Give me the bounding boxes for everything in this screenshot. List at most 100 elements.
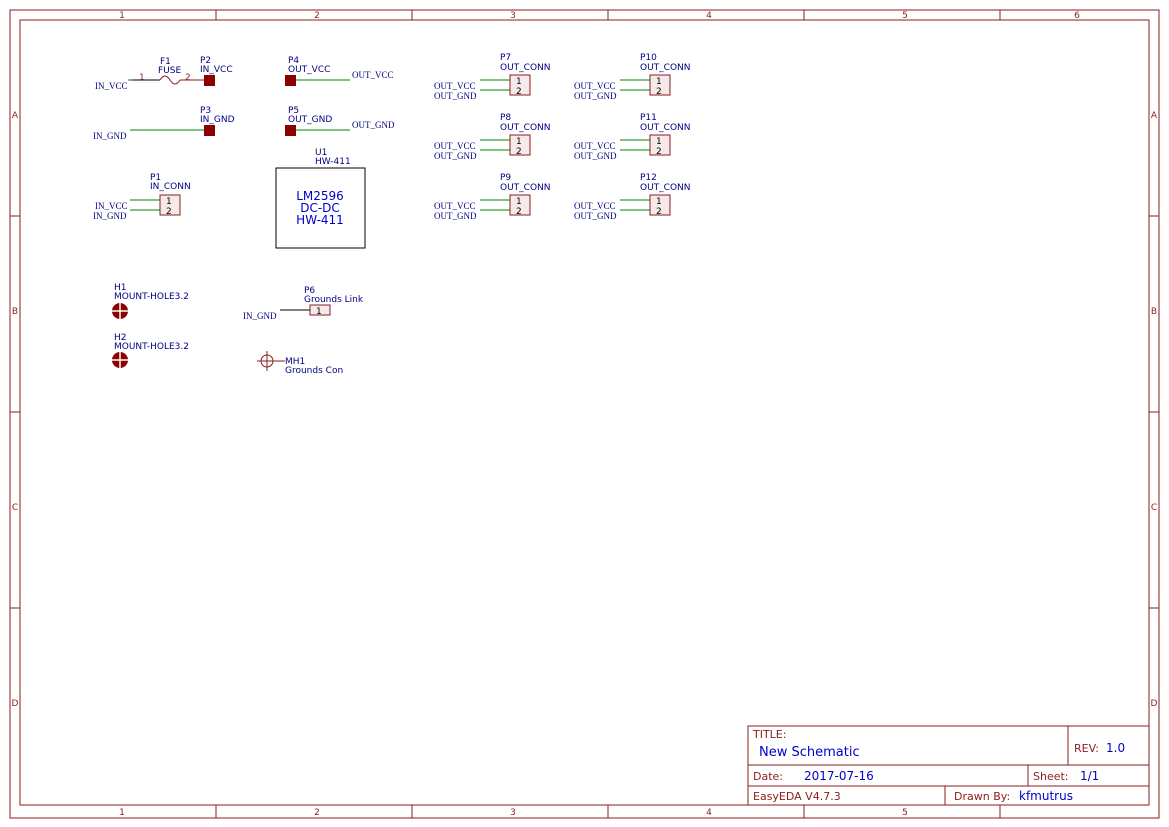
connector-body [649,194,671,216]
connector-value: OUT_CONN [640,183,691,193]
connector-p7[interactable]: P7 OUT_CONN 1 2 [500,53,551,97]
connector-value: IN_CONN [150,182,191,192]
net-label-out-gnd: OUT_GND [434,211,477,221]
col-label-bottom: 2 [314,808,320,818]
module-line: HW-411 [296,213,344,227]
net-label-in-gnd: IN_GND [243,311,277,321]
mount-hole-h1[interactable]: H1 MOUNT-HOLE3.2 [112,283,189,319]
connector-value: OUT_CONN [640,123,691,133]
row-label-right: C [1151,503,1157,513]
net-label-out-vcc: OUT_VCC [352,70,394,80]
pad-square [285,75,296,86]
connector-value: OUT_CONN [500,63,551,73]
connector-value: OUT_CONN [500,183,551,193]
pad-p3[interactable]: P3 IN_GND [200,106,235,136]
row-label-right: D [1151,699,1158,709]
connector-ref: P12 [640,173,657,183]
pin-number: 2 [656,147,662,157]
connector-ref: P11 [640,113,657,123]
ground-contact-mh1[interactable]: MH1 Grounds Con [257,351,343,376]
connector-value: OUT_CONN [500,123,551,133]
pad-ref: P2 [200,56,211,66]
hole-value: MOUNT-HOLE3.2 [114,342,189,352]
col-label-top: 5 [902,11,908,21]
pad-ref: P5 [288,106,299,116]
mount-hole-h2[interactable]: H2 MOUNT-HOLE3.2 [112,333,189,368]
net-label-out-gnd: OUT_GND [574,91,617,101]
pad-p2[interactable]: P2 IN_VCC [200,56,233,86]
pad-ref: P3 [200,106,211,116]
connector-p6[interactable]: P6 Grounds Link 1 [304,286,364,317]
rev-label: REV: [1074,742,1099,755]
col-label-top: 2 [314,11,320,21]
pad-p5[interactable]: P5 OUT_GND [285,106,332,136]
pad-value: IN_VCC [200,65,233,75]
connector-body [649,134,671,156]
schematic-title: New Schematic [759,745,860,760]
pin-number: 2 [656,87,662,97]
net-label-out-vcc: OUT_VCC [574,81,616,91]
pin-number: 2 [656,207,662,217]
connector-ref: P8 [500,113,511,123]
connector-body [649,74,671,96]
net-label-out-vcc: OUT_VCC [574,141,616,151]
pin-number: 1 [656,77,662,87]
title-label: TITLE: [752,728,786,741]
connector-p8[interactable]: P8 OUT_CONN 1 2 [500,113,551,157]
net-label-out-gnd: OUT_GND [434,151,477,161]
pin-number: 1 [316,307,322,317]
pin-number: 1 [166,197,172,207]
connector-p11[interactable]: P11 OUT_CONN 1 2 [640,113,691,157]
contact-ref: MH1 [285,357,305,367]
net-label-out-vcc: OUT_VCC [434,201,476,211]
module-line: DC-DC [300,201,340,215]
fuse-pin1: 1 [139,73,145,83]
sheet-label: Sheet: [1033,770,1069,783]
col-label-bottom: 3 [510,808,516,818]
module-value: HW-411 [315,157,351,167]
column-ticks [215,10,1001,818]
drawn-by-label: Drawn By: [954,790,1010,803]
pin-number: 2 [516,147,522,157]
fuse-value: FUSE [158,66,181,76]
hole-ref: H1 [114,283,127,293]
net-label-out-vcc: OUT_VCC [574,201,616,211]
connector-body [509,74,531,96]
net-label-out-gnd: OUT_GND [352,120,395,130]
connector-body [509,134,531,156]
hole-ref: H2 [114,333,127,343]
inner-border [19,19,1150,806]
connector-ref: P6 [304,286,315,296]
connector-p12[interactable]: P12 OUT_CONN 1 2 [640,173,691,217]
connector-p1[interactable]: P1 IN_CONN 1 2 [150,173,191,217]
module-line: LM2596 [296,189,344,203]
col-label-top: 3 [510,11,516,21]
title-block: TITLE: New Schematic REV: 1.0 Date: 2017… [747,725,1150,806]
drawn-by-value: kfmutrus [1019,789,1073,803]
module-u1[interactable]: U1 HW-411 LM2596 DC-DC HW-411 [275,148,366,249]
net-label-in-gnd: IN_GND [93,131,127,141]
col-label-top: 1 [119,11,125,21]
pin-number: 1 [656,137,662,147]
net-label-out-gnd: OUT_GND [434,91,477,101]
connector-body [159,194,181,216]
net-label-out-gnd: OUT_GND [574,211,617,221]
connector-p9[interactable]: P9 OUT_CONN 1 2 [500,173,551,217]
fuse-f1[interactable]: F1 FUSE 1 2 [130,57,204,85]
date-value: 2017-07-16 [804,769,874,783]
connector-ref: P10 [640,53,657,63]
pad-p4[interactable]: P4 OUT_VCC [285,56,330,86]
col-label-bottom: 5 [902,808,908,818]
net-label-out-gnd: OUT_GND [574,151,617,161]
pad-square [285,125,296,136]
fuse-ref: F1 [160,57,171,67]
pin-number: 1 [656,197,662,207]
module-ref: U1 [315,148,327,158]
sheet-value: 1/1 [1080,769,1099,783]
connector-ref: P7 [500,53,511,63]
pad-value: OUT_VCC [288,65,330,75]
row-label-right: A [1151,111,1158,121]
hole-value: MOUNT-HOLE3.2 [114,292,189,302]
connector-p10[interactable]: P10 OUT_CONN 1 2 [640,53,691,97]
software-version: EasyEDA V4.7.3 [753,790,841,803]
